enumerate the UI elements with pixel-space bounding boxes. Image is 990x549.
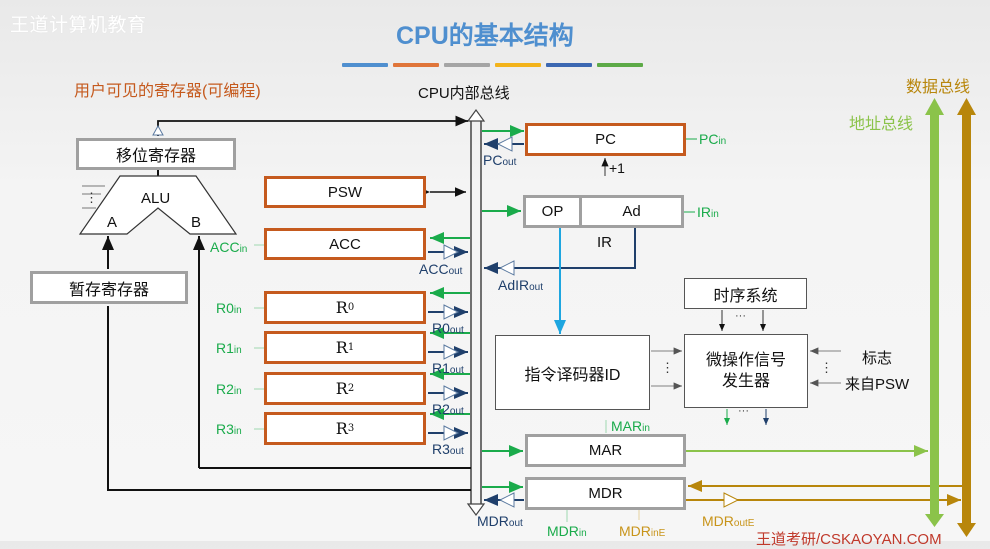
pc-in-label: PCin — [699, 131, 727, 147]
pc-out-label: PCout — [483, 152, 517, 168]
acc-register: ACC — [264, 228, 426, 260]
alu-control-dots: ⋮ — [85, 190, 98, 205]
register-index: 3 — [347, 423, 355, 434]
mdr-out-label: MDRout — [477, 513, 523, 529]
mar-register: MAR — [525, 434, 686, 467]
flags-label: 标志 — [862, 350, 893, 367]
user-visible-registers-label: 用户可见的寄存器(可编程) — [74, 83, 261, 100]
adir-out-arrow — [484, 228, 636, 274]
psw-register: PSW — [264, 176, 426, 208]
acc-out-gate-icon — [443, 244, 460, 260]
ir-ad-field: Ad — [579, 195, 684, 228]
mdr-out-gate-icon — [498, 492, 515, 508]
alu-control-lines — [82, 185, 105, 209]
watermark: 王道计算机教育 — [10, 15, 147, 36]
ir-in-label: IRin — [697, 204, 719, 220]
register-r0-in-label: R0in — [216, 300, 242, 316]
mdr-out-e-gate-icon — [723, 492, 740, 508]
timing-system: 时序系统 — [684, 278, 807, 309]
instruction-decoder: 指令译码器ID — [495, 335, 650, 410]
register-name: R — [335, 338, 348, 357]
title-color-bar — [495, 63, 541, 67]
mdr-in-label: MDRin — [547, 523, 587, 539]
micro-op-output-dots: ··· — [738, 405, 749, 417]
alu-port-a-label: A — [107, 214, 118, 231]
data-bus-arrow — [957, 98, 976, 537]
register-r0-out-label: R0out — [432, 320, 464, 336]
slide-title: CPU的基本结构 — [396, 22, 574, 50]
title-color-bar — [546, 63, 592, 67]
adir-out-label: AdIRout — [498, 277, 544, 293]
title-color-bar — [597, 63, 643, 67]
register-index: 2 — [347, 383, 355, 394]
register-r2-in-label: R2in — [216, 381, 242, 397]
register-r2-out-gate-icon — [443, 385, 460, 401]
alu-port-b-label: B — [191, 214, 202, 231]
mdr-out-e-label: MDRoutE — [702, 513, 755, 529]
micro-op-generator: 微操作信号 发生器 — [684, 334, 808, 408]
alu-label: ALU — [141, 190, 171, 207]
acc-out-label: ACCout — [419, 261, 463, 277]
cpu-internal-bus-label: CPU内部总线 — [418, 85, 510, 102]
footer-brand: 王道考研/CSKAOYAN.COM — [756, 531, 942, 548]
register-r1-out-label: R1out — [432, 360, 464, 376]
micro-op-line2: 发生器 — [721, 373, 770, 390]
bus-to-temp-register-line — [107, 306, 471, 491]
register-r3-in-label: R3in — [216, 421, 242, 437]
register-r2-out-label: R2out — [432, 401, 464, 417]
address-bus-arrow — [925, 98, 944, 527]
micro-op-line1: 微操作信号 — [705, 352, 786, 369]
acc-in-label: ACCin — [210, 239, 248, 255]
pc-out-gate-icon — [496, 136, 513, 152]
ir-label: IR — [597, 234, 612, 251]
address-bus-label: 地址总线 — [849, 116, 914, 133]
register-r1-in-label: R1in — [216, 340, 242, 356]
shift-register: 移位寄存器 — [76, 138, 236, 170]
mar-in-label: MARin — [611, 418, 650, 434]
temp-register: 暂存寄存器 — [30, 271, 188, 304]
register-r1-out-gate-icon — [443, 344, 460, 360]
register-name: R — [335, 298, 348, 317]
timing-signal-dots: ··· — [735, 310, 746, 322]
title-color-bar — [444, 63, 490, 67]
adir-out-gate-icon — [498, 260, 515, 276]
register-io-arrows — [254, 287, 470, 441]
mdr-in-e-label: MDRinE — [619, 523, 666, 539]
ir-op-field: OP — [523, 195, 582, 228]
register-name: R — [335, 379, 348, 398]
register-name: R — [335, 419, 348, 438]
register-index: 1 — [347, 342, 355, 353]
register-r3-out-label: R3out — [432, 441, 464, 457]
pc-increment-label: +1 — [609, 160, 625, 176]
flags-source-label: 来自PSW — [845, 376, 910, 393]
cpu-internal-bus — [466, 108, 486, 517]
register-r0-out-gate-icon — [443, 304, 460, 320]
title-color-bar — [393, 63, 439, 67]
shift-register-bus-link — [152, 115, 468, 136]
data-bus-label: 数据总线 — [906, 79, 971, 96]
decoder-signal-dots: ⋮ — [661, 360, 674, 375]
alu-shape — [78, 175, 238, 235]
flag-signal-dots: ⋮ — [820, 360, 833, 375]
title-color-bar — [342, 63, 388, 67]
register-index: 0 — [347, 302, 355, 313]
mdr-register: MDR — [525, 477, 686, 510]
register-r3-out-gate-icon — [443, 425, 460, 441]
pc-register: PC — [525, 123, 686, 156]
